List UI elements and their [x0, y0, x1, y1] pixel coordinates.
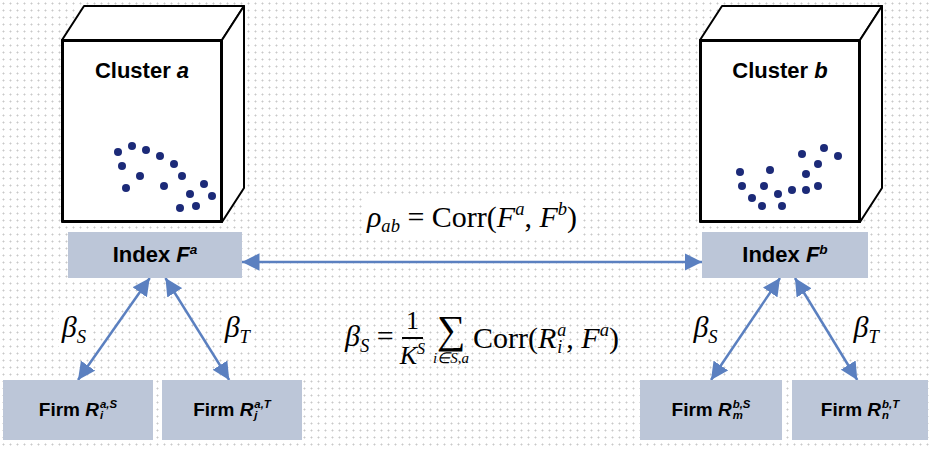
cube-top: [700, 6, 882, 40]
formula-lhs: βS =: [345, 319, 394, 356]
edge-label: ρab = Corr(Fa, Fb): [364, 198, 580, 237]
node-text: Index Fb: [742, 242, 827, 268]
sum-index: i∈S,a: [433, 350, 469, 367]
firm-box: Firm Rnb,T: [792, 380, 928, 440]
edge-label: βS: [59, 310, 89, 348]
index-box: Index Fb: [702, 232, 868, 278]
cluster-box: Cluster b: [700, 40, 860, 222]
fraction: 1KS: [400, 306, 425, 371]
cluster-box: Cluster a: [62, 40, 222, 222]
connector-arrow: [795, 278, 857, 380]
node-text: Cluster b: [732, 58, 827, 83]
cube-side: [222, 6, 244, 222]
firm-box: Firm Ria,S: [3, 380, 153, 440]
index-box: Index Fa: [68, 232, 242, 278]
cube-front: [700, 40, 860, 222]
sum-sign: ∑: [437, 310, 466, 350]
connector-arrow: [711, 278, 780, 380]
cube-top: [62, 6, 244, 40]
node-text: Firm Ria,S: [39, 399, 117, 422]
formula: βS =1KS∑i∈S,aCorr(Ria, Fa): [345, 306, 619, 371]
cube-front: [62, 40, 222, 222]
node-text: Firm Rja,T: [193, 399, 271, 422]
node-text: Firm Rmb,S: [672, 399, 751, 422]
fraction-numerator: 1: [402, 306, 423, 339]
firm-box: Firm Rmb,S: [640, 380, 782, 440]
formula-term: Corr(Ria, Fa): [473, 319, 619, 358]
node-text: Firm Rnb,T: [821, 399, 899, 422]
edge-label: βS: [690, 310, 720, 348]
connector-arrow: [242, 261, 702, 264]
edge-label: βT: [850, 310, 881, 348]
summation: ∑i∈S,a: [433, 310, 469, 367]
edge-label: βT: [222, 310, 253, 348]
node-text: Cluster a: [95, 58, 189, 83]
fraction-denominator: KS: [400, 339, 425, 371]
connector-arrow: [165, 278, 229, 380]
firm-box: Firm Rja,T: [162, 380, 302, 440]
cube-side: [860, 6, 882, 222]
node-text: Index Fa: [113, 242, 198, 268]
